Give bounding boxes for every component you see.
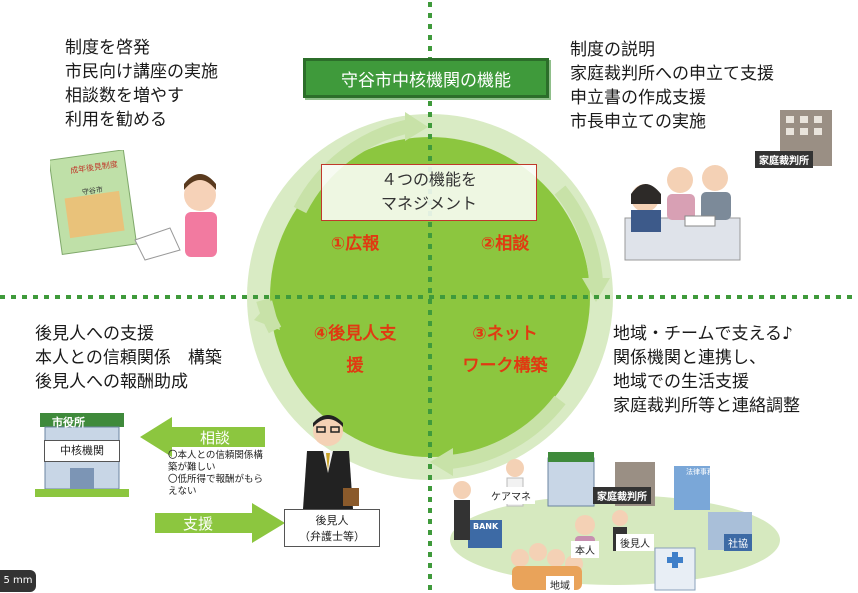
br-line: 家庭裁判所等と連絡調整 <box>613 396 800 416</box>
function-4-line-1: ④後見人支 <box>313 324 397 344</box>
note-line: 〇低所得で報酬がもら <box>168 474 264 485</box>
guardian-suit-icon <box>303 451 353 509</box>
bank-label: BANK <box>473 522 499 531</box>
flyer-icon <box>134 227 181 261</box>
family-court-sign: 家庭裁判所 <box>755 151 813 168</box>
consultation-illustration <box>624 110 832 261</box>
bottom-right-text: 地域・チームで支える♪ 関係機関と連携し、 地域での生活支援 家庭裁判所等と連絡… <box>613 322 800 418</box>
center-line-2: マネジメント <box>380 194 477 213</box>
man-head-icon <box>453 481 471 499</box>
arc-arrow-top <box>293 119 412 214</box>
city-hall-label: 市役所 <box>52 416 85 429</box>
arc-arrowhead-top <box>405 112 428 141</box>
client-head-icon <box>667 167 693 193</box>
tr-line: 申立書の作成支援 <box>570 88 706 108</box>
tr-line: 家庭裁判所への申立て支援 <box>570 64 774 84</box>
briefcase-icon <box>343 488 359 506</box>
tl-line: 市民向け講座の実施 <box>65 62 218 82</box>
guardian-label: 後見人 （弁護士等） <box>284 509 380 547</box>
client2-head-icon <box>702 165 728 191</box>
scale-indicator: 5 mm <box>0 570 36 592</box>
guardian-label-line-1: 後見人 <box>315 514 349 527</box>
function-3-line-2: ワーク構築 <box>462 356 548 376</box>
arc-arrowhead-left <box>254 300 280 330</box>
shakyo-label: 社協 <box>724 534 752 551</box>
law-office-label: 法律事務所 <box>686 468 721 476</box>
tl-line: 相談数を増やす <box>65 86 184 106</box>
page-title: 守谷市中核機関の機能 <box>303 58 549 98</box>
note-line: 築が難しい <box>168 462 216 473</box>
bl-line: 後見人への支援 <box>35 324 154 344</box>
arc-arrowhead-right <box>582 278 610 302</box>
guardian-illustration <box>303 415 359 509</box>
support-arrow <box>155 503 285 543</box>
small-guardian-head-icon <box>612 510 628 526</box>
function-1-label: ①広報 <box>330 234 380 254</box>
community-illustration <box>453 452 752 591</box>
tl-line: 制度を啓発 <box>65 38 150 58</box>
arc-arrow-right <box>554 185 603 283</box>
bank-icon <box>468 520 502 548</box>
tl-line: 利用を勧める <box>65 110 167 130</box>
guardian-label-line-2: （弁護士等） <box>299 530 365 543</box>
bl-line: 本人との信頼関係 構築 <box>35 348 222 368</box>
chiiki-label: 地域 <box>546 576 574 593</box>
br-line: 地域・チームで支える♪ <box>613 324 793 344</box>
city-hall-sign-bg <box>40 413 124 427</box>
chukaku-label: 中核機関 <box>44 440 120 462</box>
function-2-label: ②相談 <box>480 234 530 254</box>
top-right-text: 制度の説明 家庭裁判所への申立て支援 申立書の作成支援 市長申立ての実施 <box>570 38 774 134</box>
center-management-box: ４つの機能を マネジメント <box>321 164 537 221</box>
function-4-label: ④後見人支 援 <box>290 318 420 382</box>
tr-line: 市長申立ての実施 <box>570 112 706 132</box>
elderly-head-icon <box>575 515 595 535</box>
care-manager-label: ケアマネ <box>487 487 535 504</box>
woman-head-icon <box>184 179 216 211</box>
function-4-line-2: 援 <box>346 356 364 376</box>
consult-label: 相談 <box>200 429 231 447</box>
guardian-head-icon <box>313 416 343 446</box>
bl-line: 後見人への報酬助成 <box>35 372 188 392</box>
tr-line: 制度の説明 <box>570 40 655 60</box>
consult-arrow <box>140 417 265 457</box>
community-city-hall-icon <box>547 457 595 507</box>
center-line-1: ４つの機能を <box>380 170 477 189</box>
function-3-line-1: ③ネット <box>472 324 538 344</box>
support-label: 支援 <box>183 515 214 533</box>
woman-body-icon <box>185 212 217 257</box>
publicity-illustration <box>50 150 217 261</box>
top-left-text: 制度を啓発 市民向け講座の実施 相談数を増やす 利用を勧める <box>65 36 218 132</box>
arc-arrowhead-bottom <box>430 448 453 476</box>
bottom-left-text: 後見人への支援 本人との信頼関係 構築 後見人への報酬助成 <box>35 322 222 394</box>
law-office-icon <box>674 466 710 510</box>
honnin-label: 本人 <box>571 541 599 558</box>
br-line: 地域での生活支援 <box>613 372 749 392</box>
community-court-label: 家庭裁判所 <box>593 487 651 504</box>
care-manager-head-icon <box>506 459 524 477</box>
arc-arrow-bottom <box>449 395 566 469</box>
note-line: えない <box>168 486 197 497</box>
kouken-label: 後見人 <box>616 534 654 551</box>
function-3-label: ③ネット ワーク構築 <box>445 318 565 382</box>
br-line: 関係機関と連携し、 <box>613 348 766 368</box>
note-line: 〇本人との信頼関係構 <box>168 450 263 461</box>
issue-notes: 〇本人との信頼関係構 築が難しい 〇低所得で報酬がもら えない <box>168 450 293 498</box>
